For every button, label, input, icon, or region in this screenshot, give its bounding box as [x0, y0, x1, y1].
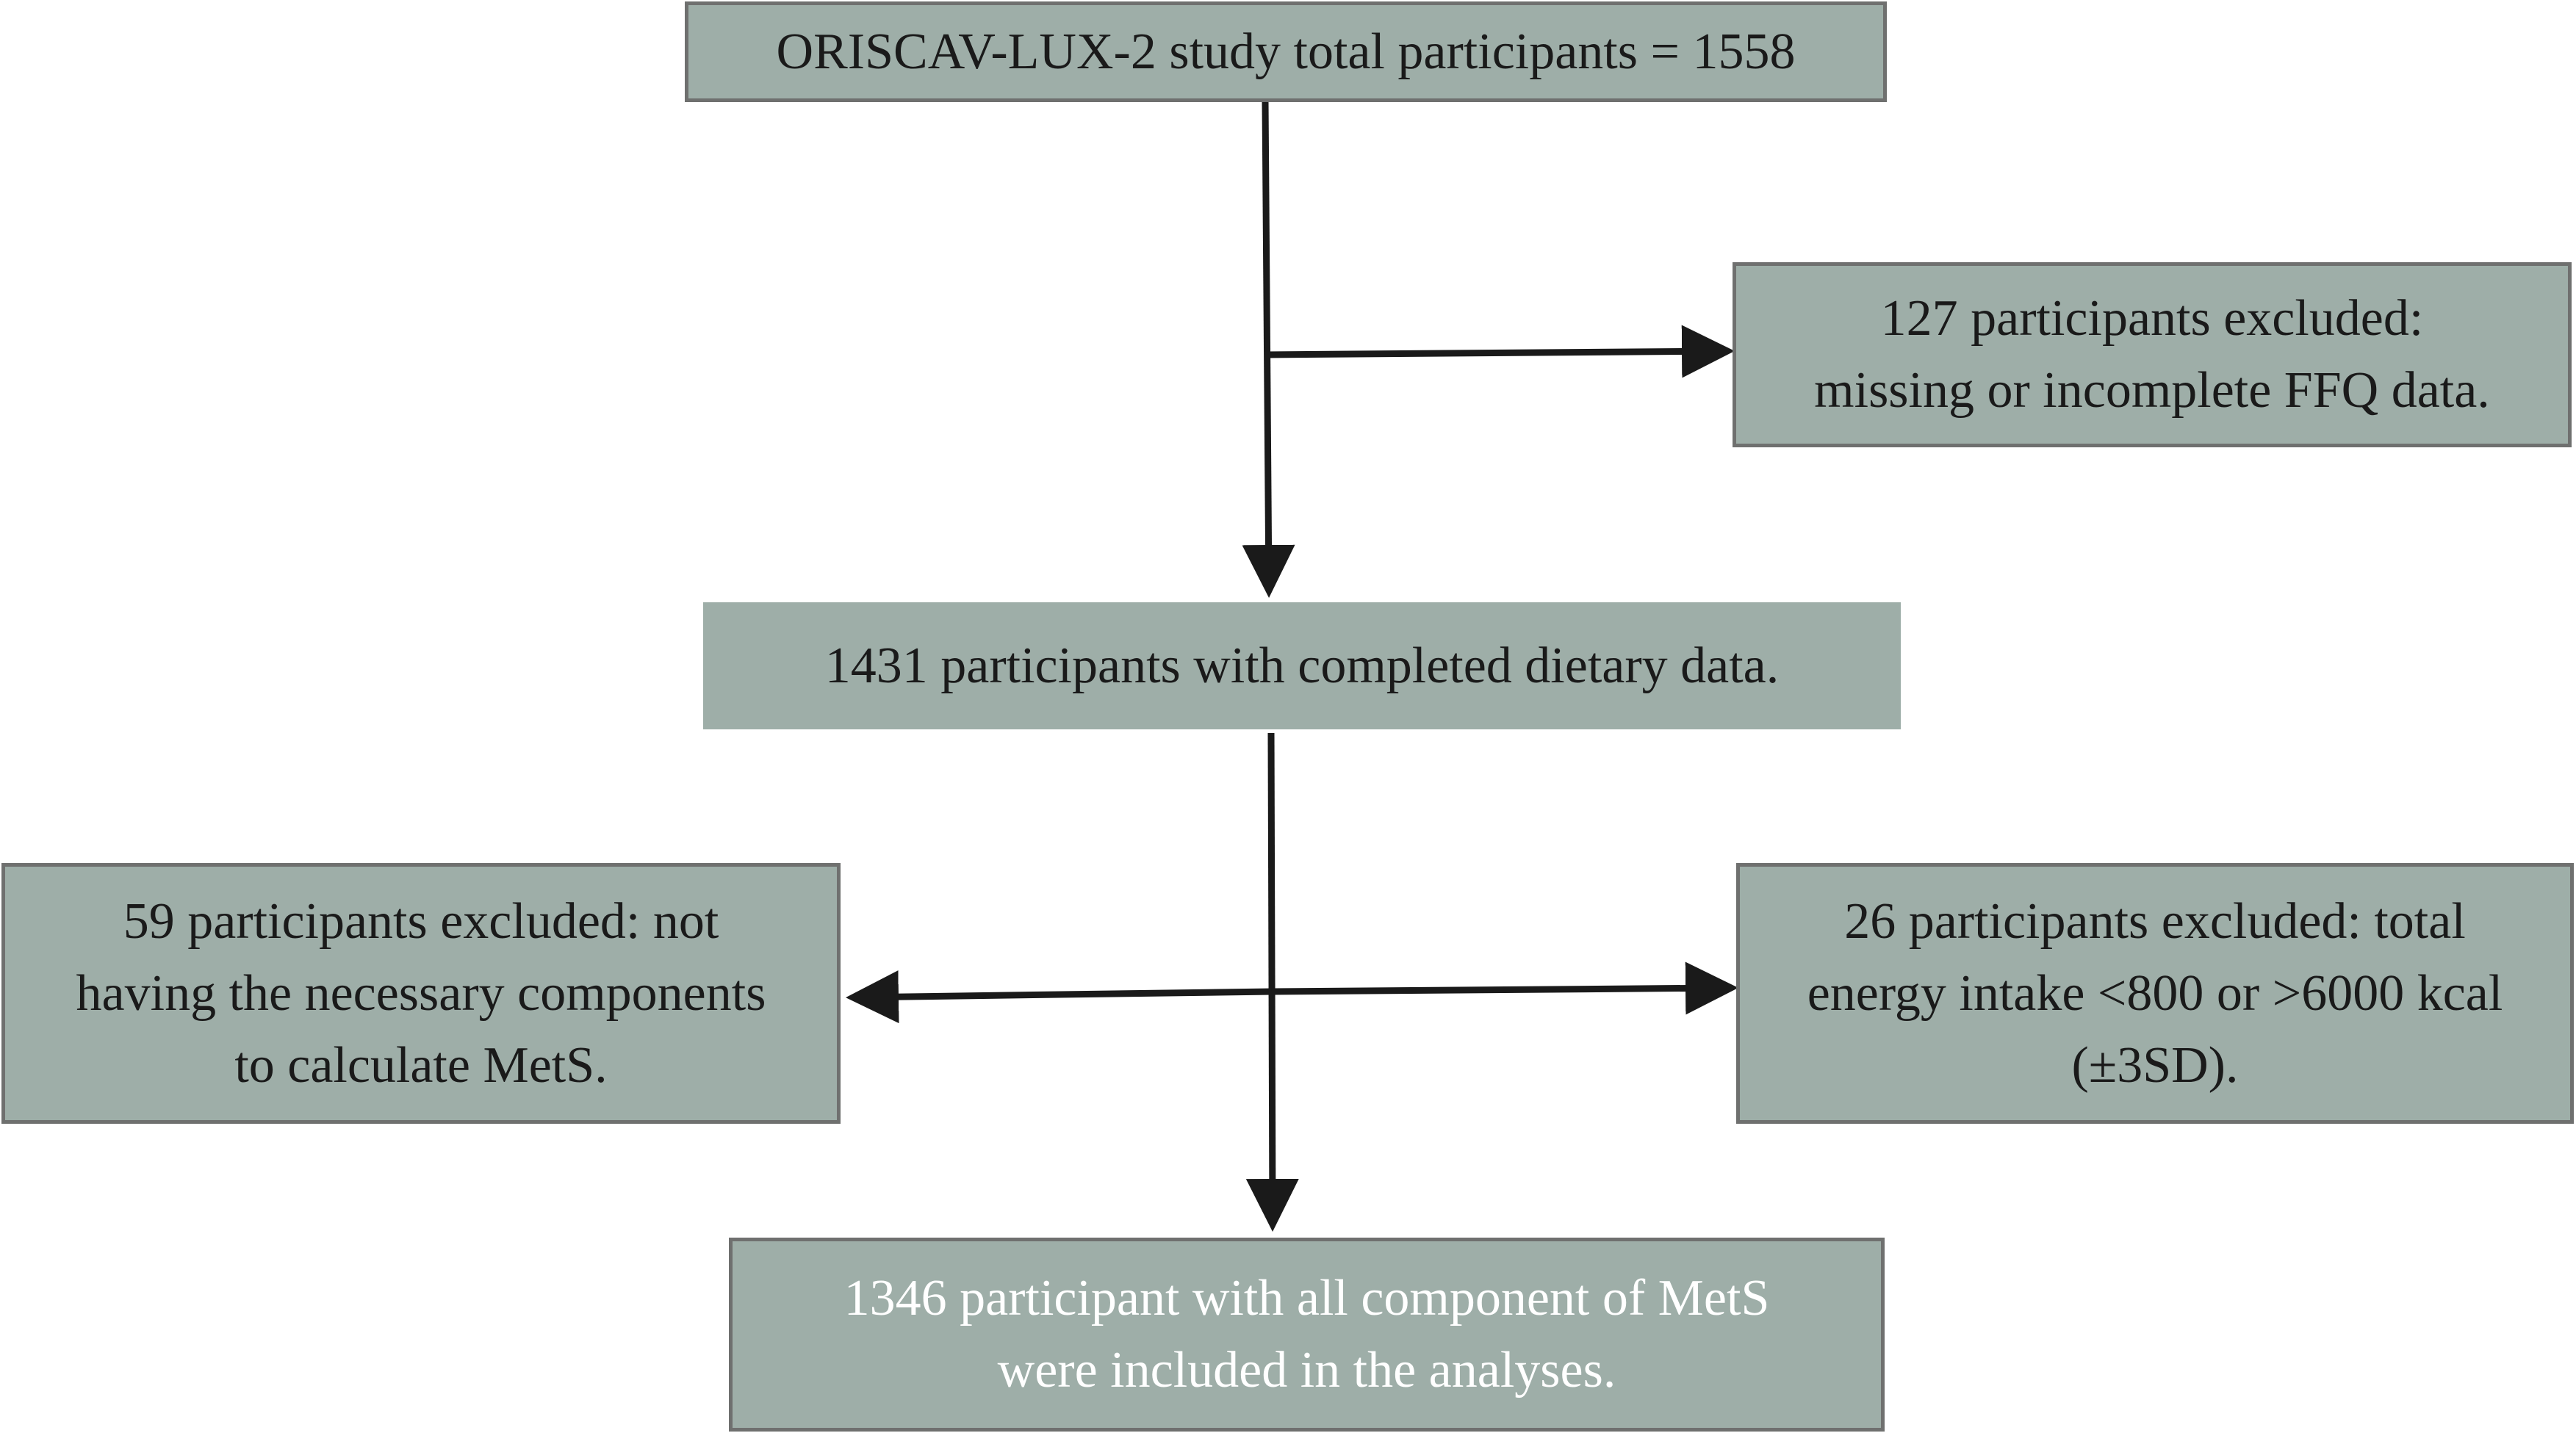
arrow-dietary-to-final	[1245, 732, 1299, 1232]
excluded-mets-box: 59 participants excluded: not having the…	[1, 863, 841, 1124]
excluded-mets-text: 59 participants excluded: not having the…	[76, 892, 766, 1094]
final-included-box: 1346 participant with all component of M…	[729, 1238, 1885, 1432]
arrow-total-to-dietary	[1242, 101, 1295, 598]
excluded-ffq-text: 127 participants excluded: missing or in…	[1814, 290, 2490, 419]
excluded-energy-text: 26 participants excluded: total energy i…	[1807, 892, 2503, 1094]
dietary-data-text: 1431 participants with completed dietary…	[824, 637, 1780, 694]
arrow-to-excluded-mets	[846, 970, 1273, 1024]
dietary-data-box: 1431 participants with completed dietary…	[703, 602, 1901, 729]
total-participants-text: ORISCAV-LUX-2 study total participants =…	[776, 23, 1796, 80]
excluded-ffq-box: 127 participants excluded: missing or in…	[1733, 262, 2572, 447]
arrow-to-excluded-energy	[1271, 961, 1738, 1015]
total-participants-box: ORISCAV-LUX-2 study total participants =…	[685, 1, 1887, 102]
excluded-energy-box: 26 participants excluded: total energy i…	[1736, 863, 2574, 1124]
final-included-text: 1346 participant with all component of M…	[843, 1270, 1770, 1398]
arrow-to-excluded-ffq	[1264, 325, 1735, 378]
